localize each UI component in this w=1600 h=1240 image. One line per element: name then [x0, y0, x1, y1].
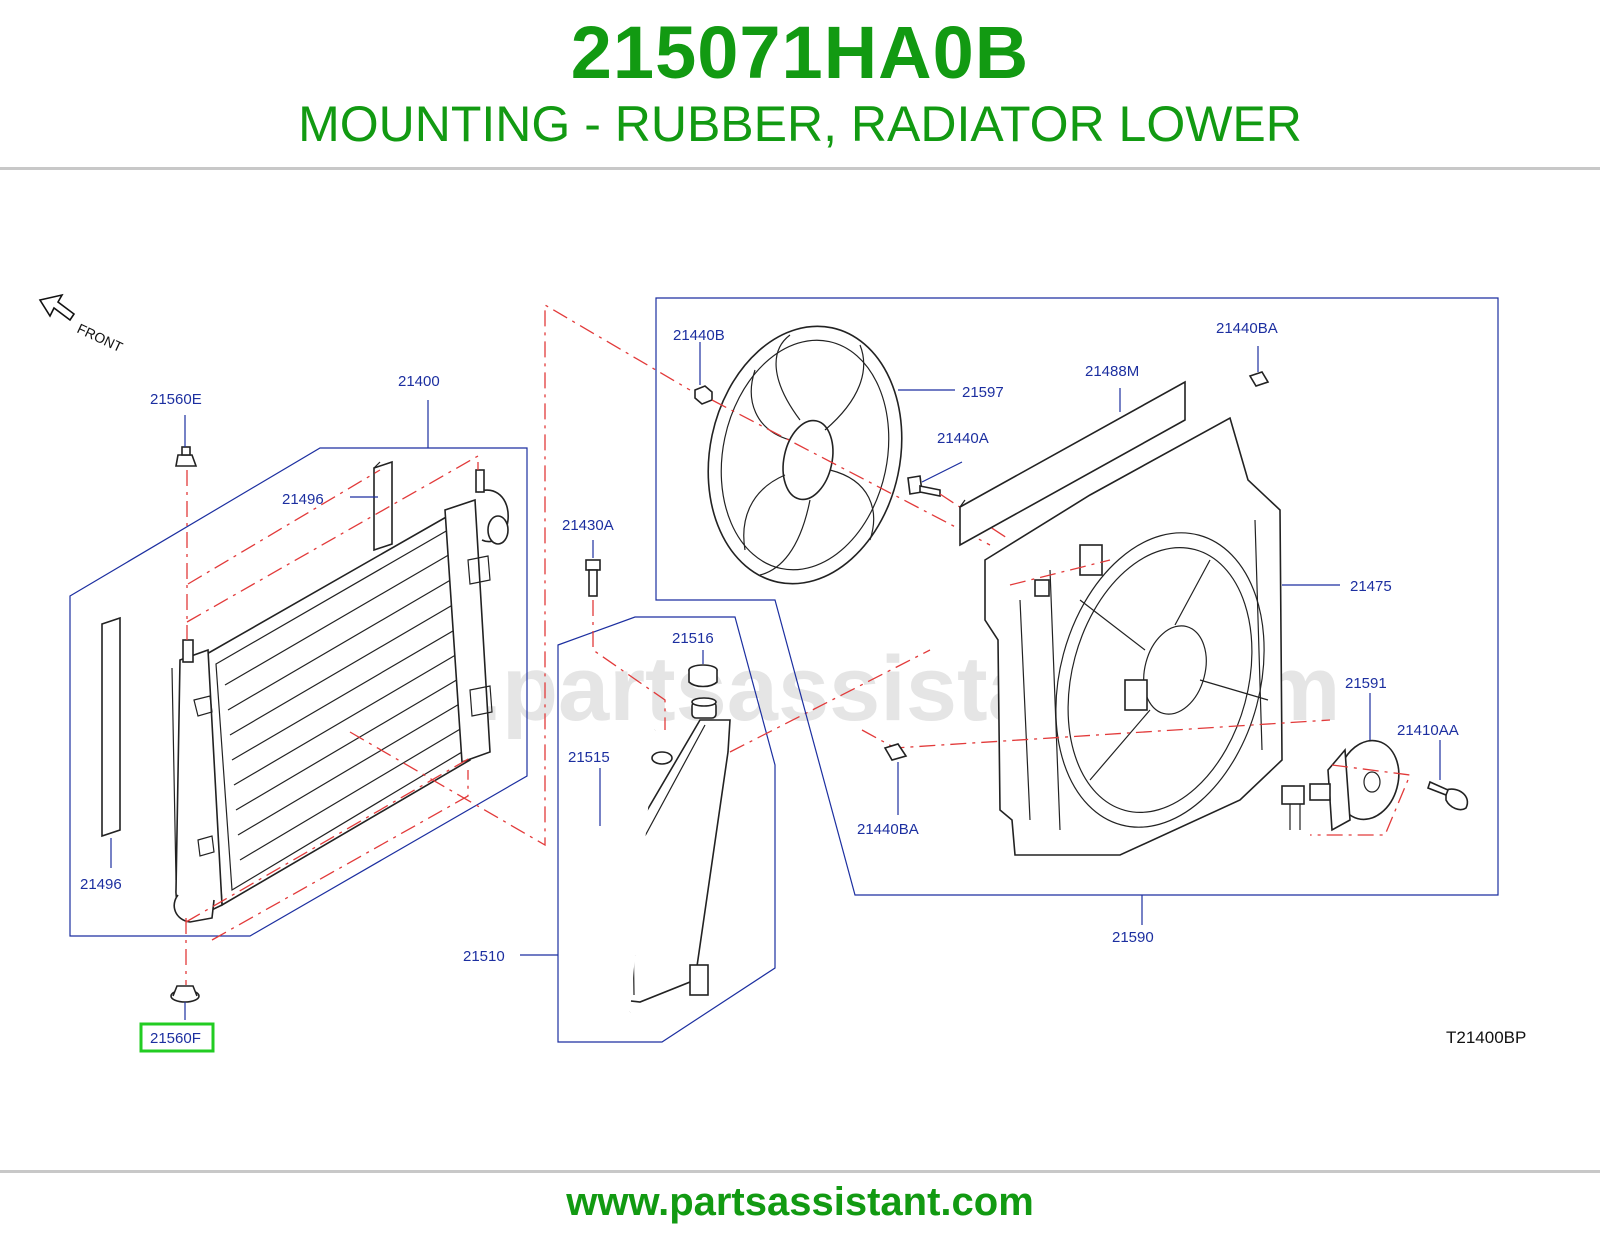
callout-21496-lower[interactable]: 21496 — [80, 876, 122, 893]
reservoir-group-outline — [557, 616, 776, 1043]
callout-21440B[interactable]: 21440B — [673, 327, 725, 344]
leader-21440A — [921, 461, 963, 483]
callout-21560E[interactable]: 21560E — [150, 391, 202, 408]
reservoir-tank-drawing — [566, 697, 731, 1021]
page-header: 215071HA0B MOUNTING - RUBBER, RADIATOR L… — [0, 0, 1600, 168]
bolt-21440a-drawing — [907, 475, 941, 497]
fan-motor-drawing — [1281, 739, 1400, 832]
callout-21400[interactable]: 21400 — [398, 373, 440, 390]
bolt-21430a-drawing — [585, 559, 601, 597]
header-divider — [0, 167, 1600, 170]
radiator-drawing — [171, 469, 509, 923]
seal-strip-21488m-drawing — [959, 380, 1186, 547]
clip-21440ba-bottom-drawing — [883, 743, 908, 761]
fan-assembly-outline — [655, 297, 1499, 896]
dash-line — [1310, 764, 1411, 836]
seal-strip-lower-drawing — [101, 616, 121, 838]
fan-blade-drawing — [707, 325, 903, 585]
screw-21410aa-drawing — [1427, 780, 1469, 811]
callout-21440A[interactable]: 21440A — [937, 430, 989, 447]
seal-strip-upper-drawing — [373, 460, 393, 552]
parts-diagram-svg: www.partsassistant.com FRONT — [38, 293, 1526, 1053]
dash-line — [729, 649, 931, 753]
part-description: MOUNTING - RUBBER, RADIATOR LOWER — [298, 96, 1302, 152]
callout-21590[interactable]: 21590 — [1112, 929, 1154, 946]
callout-21591[interactable]: 21591 — [1345, 675, 1387, 692]
callout-21516[interactable]: 21516 — [672, 630, 714, 647]
footer-divider — [0, 1170, 1600, 1173]
dash-line — [186, 454, 479, 623]
clip-21440ba-top-drawing — [1248, 371, 1270, 387]
dash-line — [349, 303, 691, 847]
mount-rubber-lower-drawing — [170, 985, 200, 1003]
callout-21488M[interactable]: 21488M — [1085, 363, 1139, 380]
callout-21440BA-bottom[interactable]: 21440BA — [857, 821, 919, 838]
nut-21440b-drawing — [694, 385, 713, 405]
dash-line — [211, 770, 469, 941]
dash-line — [185, 757, 471, 923]
footer-url[interactable]: www.partsassistant.com — [566, 1180, 1034, 1224]
callout-21410AA[interactable]: 21410AA — [1397, 722, 1459, 739]
dash-line — [711, 399, 991, 546]
highlighted-part-box[interactable] — [139, 1022, 215, 1053]
front-arrow-icon — [38, 293, 76, 322]
mount-rubber-upper-drawing — [175, 446, 198, 467]
drawing-code: T21400BP — [1446, 1028, 1526, 1047]
callout-21440BA-top[interactable]: 21440BA — [1216, 320, 1278, 337]
reservoir-cap-drawing — [688, 664, 718, 688]
dash-line — [187, 469, 381, 585]
callout-21597[interactable]: 21597 — [962, 384, 1004, 401]
callout-21560F[interactable]: 21560F — [150, 1030, 201, 1047]
fan-shroud-drawing — [984, 416, 1283, 856]
parts-diagram: www.partsassistant.com FRONT — [0, 170, 1600, 1170]
callout-21510[interactable]: 21510 — [463, 948, 505, 965]
front-label: FRONT — [75, 320, 126, 355]
callout-21475[interactable]: 21475 — [1350, 578, 1392, 595]
radiator-group-outline — [69, 447, 528, 937]
dash-line — [1009, 559, 1111, 586]
dash-line — [592, 600, 666, 730]
callout-21515[interactable]: 21515 — [568, 749, 610, 766]
part-number-title: 215071HA0B — [570, 11, 1030, 94]
callout-21430A[interactable]: 21430A — [562, 517, 614, 534]
callout-21496-upper[interactable]: 21496 — [282, 491, 324, 508]
